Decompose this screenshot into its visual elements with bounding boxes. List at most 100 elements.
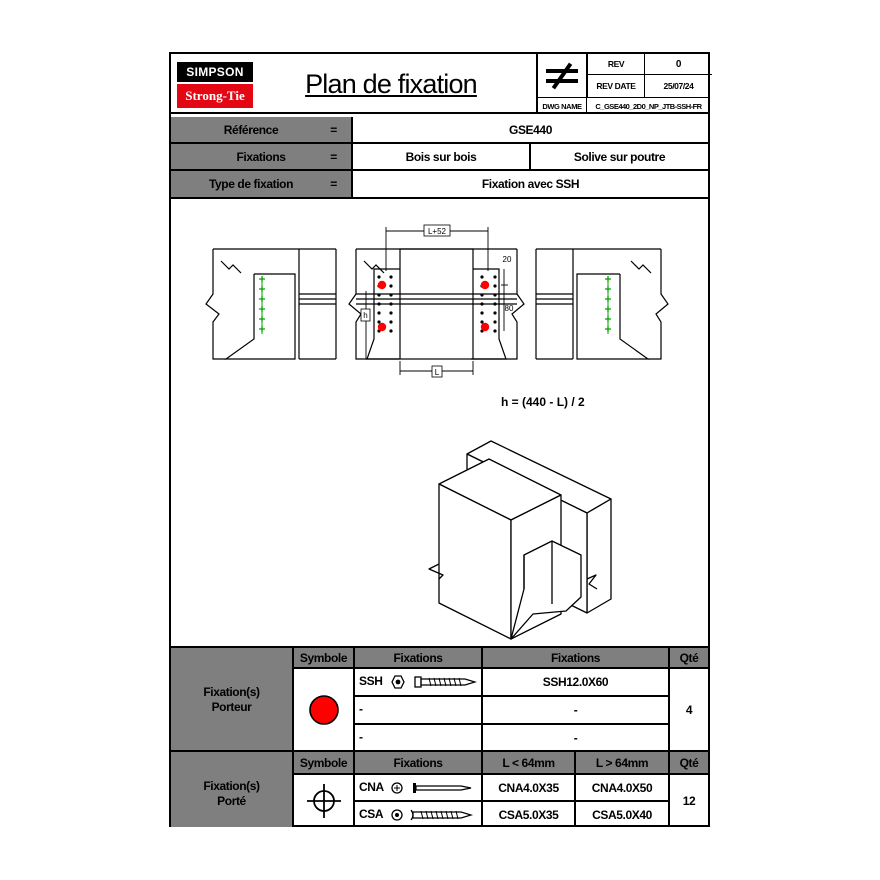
nail-hole [493, 311, 497, 315]
porte-fix-cell: CNA [353, 773, 481, 800]
porteur-fix-cell: SSH [353, 667, 481, 695]
rev-date-label: REV DATE [588, 74, 644, 97]
header-divider [171, 112, 708, 114]
porteur-section: Fixation(s) Porteur [171, 646, 292, 750]
cna-nail-icon [391, 782, 472, 794]
porte-section: Fixation(s) Porté [171, 750, 292, 827]
fixations-row-label: Fixations = [171, 144, 351, 171]
dim-l-label: L [435, 368, 440, 377]
nail-hole [389, 302, 393, 306]
red-ssh-mark [377, 322, 387, 332]
porteur-fix-header: Fixations [353, 646, 481, 667]
porteur-fix2-header: Fixations [481, 646, 668, 667]
dim-top-label: L+52 [428, 227, 447, 236]
nail-hole [389, 293, 393, 297]
porte-long-product: CSA5.0X40 [574, 800, 668, 827]
porte-label: Fixation(s) Porté [203, 779, 260, 808]
dwg-name-label: DWG NAME [542, 101, 582, 111]
nail-hole [389, 329, 393, 333]
type-value: Fixation avec SSH [351, 171, 708, 199]
nail-hole [493, 320, 497, 324]
red-circle-icon [308, 694, 339, 725]
porte-fix-header: Fixations [353, 750, 481, 773]
porte-symbol-cell [292, 773, 353, 827]
red-ssh-mark [480, 280, 490, 290]
porteur-symbol-header: Symbole [292, 646, 353, 667]
nail-hole [389, 311, 393, 315]
left-side-view [205, 248, 337, 360]
nail-hole [377, 275, 381, 279]
dwg-name-value: C_GSE440_2D0_NP_JTB-SSH-FR [586, 98, 710, 114]
dim-80-label: 80 [505, 304, 514, 313]
front-view [348, 248, 525, 360]
ssh-screw-icon [391, 675, 477, 689]
nail-hole [389, 275, 393, 279]
reference-label: Référence [223, 122, 279, 137]
porte-long-product: CNA4.0X50 [574, 773, 668, 800]
nail-hole [480, 275, 484, 279]
porte-symbol-header: Symbole [292, 750, 353, 773]
formula: h = (440 - L) / 2 [501, 395, 585, 409]
nail-hole [480, 320, 484, 324]
nail-hole [493, 329, 497, 333]
porteur-fix-cell: - [353, 723, 481, 750]
porte-fix-name: CSA [359, 807, 384, 821]
nail-hole [389, 320, 393, 324]
isometric-view [428, 440, 612, 640]
porteur-fix-cell: - [353, 695, 481, 723]
nail-hole [480, 302, 484, 306]
nail-hole [377, 320, 381, 324]
rev-value: 0 [644, 54, 712, 74]
nail-hole [389, 284, 393, 288]
logo-bottom: Strong-Tie [177, 84, 253, 108]
porteur-fix-name: - [359, 702, 363, 716]
green-crosshair-icon [306, 784, 341, 818]
type-row-label: Type de fixation = [171, 171, 351, 199]
nail-hole [493, 275, 497, 279]
porteur-qty-header: Qté [668, 646, 708, 667]
nail-hole [480, 293, 484, 297]
nail-hole [493, 284, 497, 288]
porte-long-header: L > 64mm [574, 750, 668, 773]
porte-qty: 12 [668, 773, 708, 827]
porte-fix-name: CNA [359, 780, 384, 794]
porteur-fix-name: SSH [359, 674, 383, 688]
type-label: Type de fixation [208, 177, 294, 191]
porte-short-product: CNA4.0X35 [481, 773, 574, 800]
rev-block: REV 0 REV DATE 25/07/24 [586, 54, 712, 97]
nail-hole [377, 302, 381, 306]
porteur-symbol-cell [292, 667, 353, 750]
reference-value: GSE440 [351, 117, 708, 144]
red-ssh-mark [480, 322, 490, 332]
porte-short-product: CSA5.0X35 [481, 800, 574, 827]
reference-row-label: Référence = [171, 117, 351, 144]
fixations-label: Fixations [236, 149, 286, 164]
nail-hole [377, 311, 381, 315]
porteur-fix-name: - [359, 730, 363, 744]
rev-label: REV [607, 59, 625, 69]
technical-drawing: L+52 L h 20 80 h = (440 - L) / 2 [205, 224, 669, 640]
drawing-area: L+52 L h 20 80 h = (440 - L) / 2 [171, 199, 708, 646]
red-ssh-mark [377, 280, 387, 290]
porteur-qty: 4 [668, 667, 708, 750]
logo-top: SIMPSON [177, 62, 253, 82]
nail-hole [493, 293, 497, 297]
porteur-label: Fixation(s) Porteur [203, 685, 260, 714]
dim-h-label: h [363, 311, 367, 320]
header-meta: REV 0 REV DATE 25/07/24 DWG NAME C_GSE44… [536, 54, 712, 114]
porte-qty-header: Qté [668, 750, 708, 773]
dwg-block: DWG NAME C_GSE440_2D0_NP_JTB-SSH-FR [538, 97, 710, 114]
simpson-logo: SIMPSON Strong-Tie [177, 62, 253, 108]
rev-date-value: 25/07/24 [644, 74, 712, 97]
type-eq: = [330, 177, 337, 191]
right-side-view [535, 248, 669, 360]
dim-20-label: 20 [503, 255, 512, 264]
nail-hole [493, 302, 497, 306]
dimension-lines [365, 227, 508, 375]
fixation-plan-sheet: SIMPSON Strong-Tie Plan de fixation REV … [169, 52, 712, 827]
csa-screw-icon [391, 809, 474, 821]
nail-hole [480, 311, 484, 315]
fixations-value-2: Solive sur poutre [529, 144, 708, 171]
reference-eq: = [330, 122, 337, 137]
porte-short-header: L < 64mm [481, 750, 574, 773]
